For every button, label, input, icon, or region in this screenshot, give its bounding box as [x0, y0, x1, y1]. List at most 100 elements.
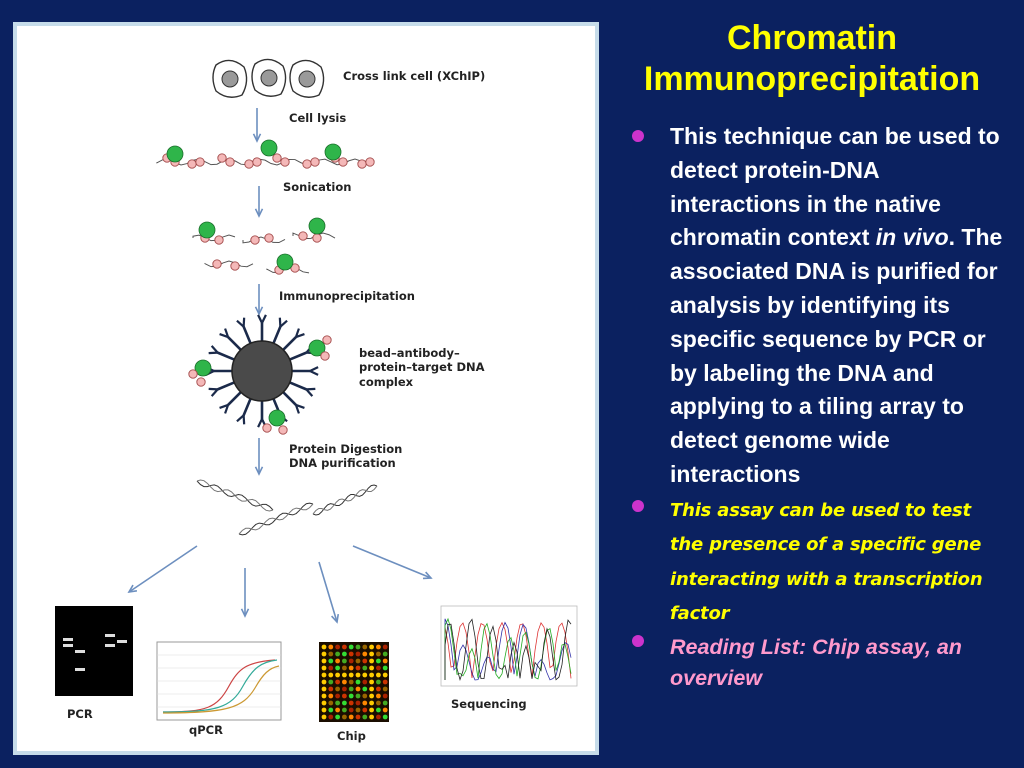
antibody-arm — [305, 388, 314, 397]
microarray-spot — [348, 714, 354, 720]
gel-band — [63, 644, 73, 647]
microarray-spot — [382, 693, 388, 699]
microarray-spot — [355, 665, 361, 671]
microarray-spot — [348, 658, 354, 664]
microarray-spot — [362, 686, 368, 692]
antibody-arm — [279, 319, 288, 328]
nucleosome-icon — [195, 157, 205, 167]
microarray-spot — [382, 665, 388, 671]
arrow-head — [254, 466, 264, 476]
microarray-spot — [355, 672, 361, 678]
microarray-spot — [348, 700, 354, 706]
arrow-shaft — [318, 561, 338, 623]
label-chip: Chip — [337, 729, 366, 743]
nucleosome-icon — [365, 157, 375, 167]
microarray-spot — [321, 644, 327, 650]
antibody-arm — [219, 333, 229, 339]
dna-strand — [192, 234, 236, 242]
microarray-spot — [376, 707, 381, 713]
slide-title: Chromatin Immunoprecipitation — [643, 19, 981, 99]
antibody-stem — [227, 391, 242, 406]
microarray-spot — [335, 665, 340, 671]
microarray-spot — [321, 686, 327, 692]
nucleosome-icon — [298, 231, 308, 241]
microarray-spot — [321, 679, 327, 685]
microarray-spot — [369, 665, 374, 671]
antibody-stem — [289, 351, 307, 361]
antibody-arm — [236, 319, 245, 328]
arrow-head — [127, 584, 138, 594]
dna-helix — [196, 479, 274, 512]
protein-icon — [166, 145, 184, 163]
antibody-arm — [210, 345, 219, 354]
chip-workflow-figure: Cross link cell (XChIP) Cell lysis Sonic… — [13, 22, 599, 755]
microarray-spot — [355, 693, 361, 699]
nucleosome-icon — [280, 157, 290, 167]
microarray-spot — [362, 672, 368, 678]
protein-icon — [324, 143, 342, 161]
microarray-spot — [335, 679, 340, 685]
gel-band — [63, 638, 73, 641]
microarray-spot — [348, 651, 354, 657]
microarray-spot — [369, 658, 374, 664]
label-complex-line1: bead–antibody– — [359, 346, 460, 360]
gel-image — [55, 606, 133, 696]
nucleosome-icon — [320, 351, 330, 361]
nucleosome-icon — [262, 423, 272, 433]
dna-helix — [312, 485, 378, 515]
antibody-arm — [294, 404, 300, 414]
microarray-spot — [382, 686, 388, 692]
bead-icon — [231, 340, 293, 402]
microarray-spot — [355, 651, 361, 657]
antibody-arm — [208, 387, 218, 391]
arrow-shaft — [352, 545, 432, 579]
microarray-spot — [348, 693, 354, 699]
microarray-spot — [342, 651, 347, 657]
microarray-spot — [362, 665, 368, 671]
microarray-spot — [342, 686, 347, 692]
microarray-spot — [342, 707, 347, 713]
workflow-diagram — [55, 58, 578, 722]
label-digestion: Protein Digestion DNA purification — [289, 442, 402, 471]
microarray-spot — [328, 686, 334, 692]
microarray-spot — [382, 644, 388, 650]
antibody-arm — [257, 418, 263, 428]
bullet-assay-text: This assay can be used to test the prese… — [670, 499, 983, 625]
label-immunoprecipitation: Immunoprecipitation — [279, 289, 415, 303]
microarray-spot — [321, 700, 327, 706]
microarray-spot — [321, 658, 327, 664]
antibody-arm — [242, 317, 246, 327]
nucleosome-icon — [338, 157, 348, 167]
protein-icon — [268, 409, 286, 427]
microarray-spot — [362, 700, 368, 706]
arrow-head — [254, 208, 264, 218]
nucleosome-icon — [252, 157, 262, 167]
antibody-stem — [227, 336, 242, 351]
bullet-technique-text-b: . The associated DNA is purified for ana… — [670, 224, 1003, 487]
gel-band — [105, 644, 115, 647]
label-digestion-line1: Protein Digestion — [289, 442, 403, 456]
label-cell-lysis: Cell lysis — [289, 111, 347, 125]
antibody-arm — [294, 328, 300, 338]
sequencing-peak-line — [444, 618, 572, 681]
bullet-reading-list[interactable]: Reading List: Chip assay, an overview — [630, 632, 1010, 694]
microarray-spot — [321, 714, 327, 720]
nucleosome-icon — [244, 159, 254, 169]
antibody-arm — [224, 328, 230, 338]
microarray-spot — [342, 658, 347, 664]
microarray-spot — [369, 700, 374, 706]
antibody-arm — [224, 404, 230, 414]
microarray-spot — [328, 700, 334, 706]
microarray-spot — [382, 651, 388, 657]
microarray-spot — [369, 714, 374, 720]
protein-icon — [260, 139, 278, 157]
reading-list-link[interactable]: Reading List: Chip assay, an overview — [670, 634, 962, 690]
microarray-spot — [362, 658, 368, 664]
microarray-spot — [335, 714, 340, 720]
arrow-head — [240, 608, 250, 618]
arrow-head — [252, 133, 262, 143]
microarray-spot — [335, 686, 340, 692]
label-pcr: PCR — [67, 707, 93, 721]
bullet-dot-icon — [632, 499, 644, 512]
